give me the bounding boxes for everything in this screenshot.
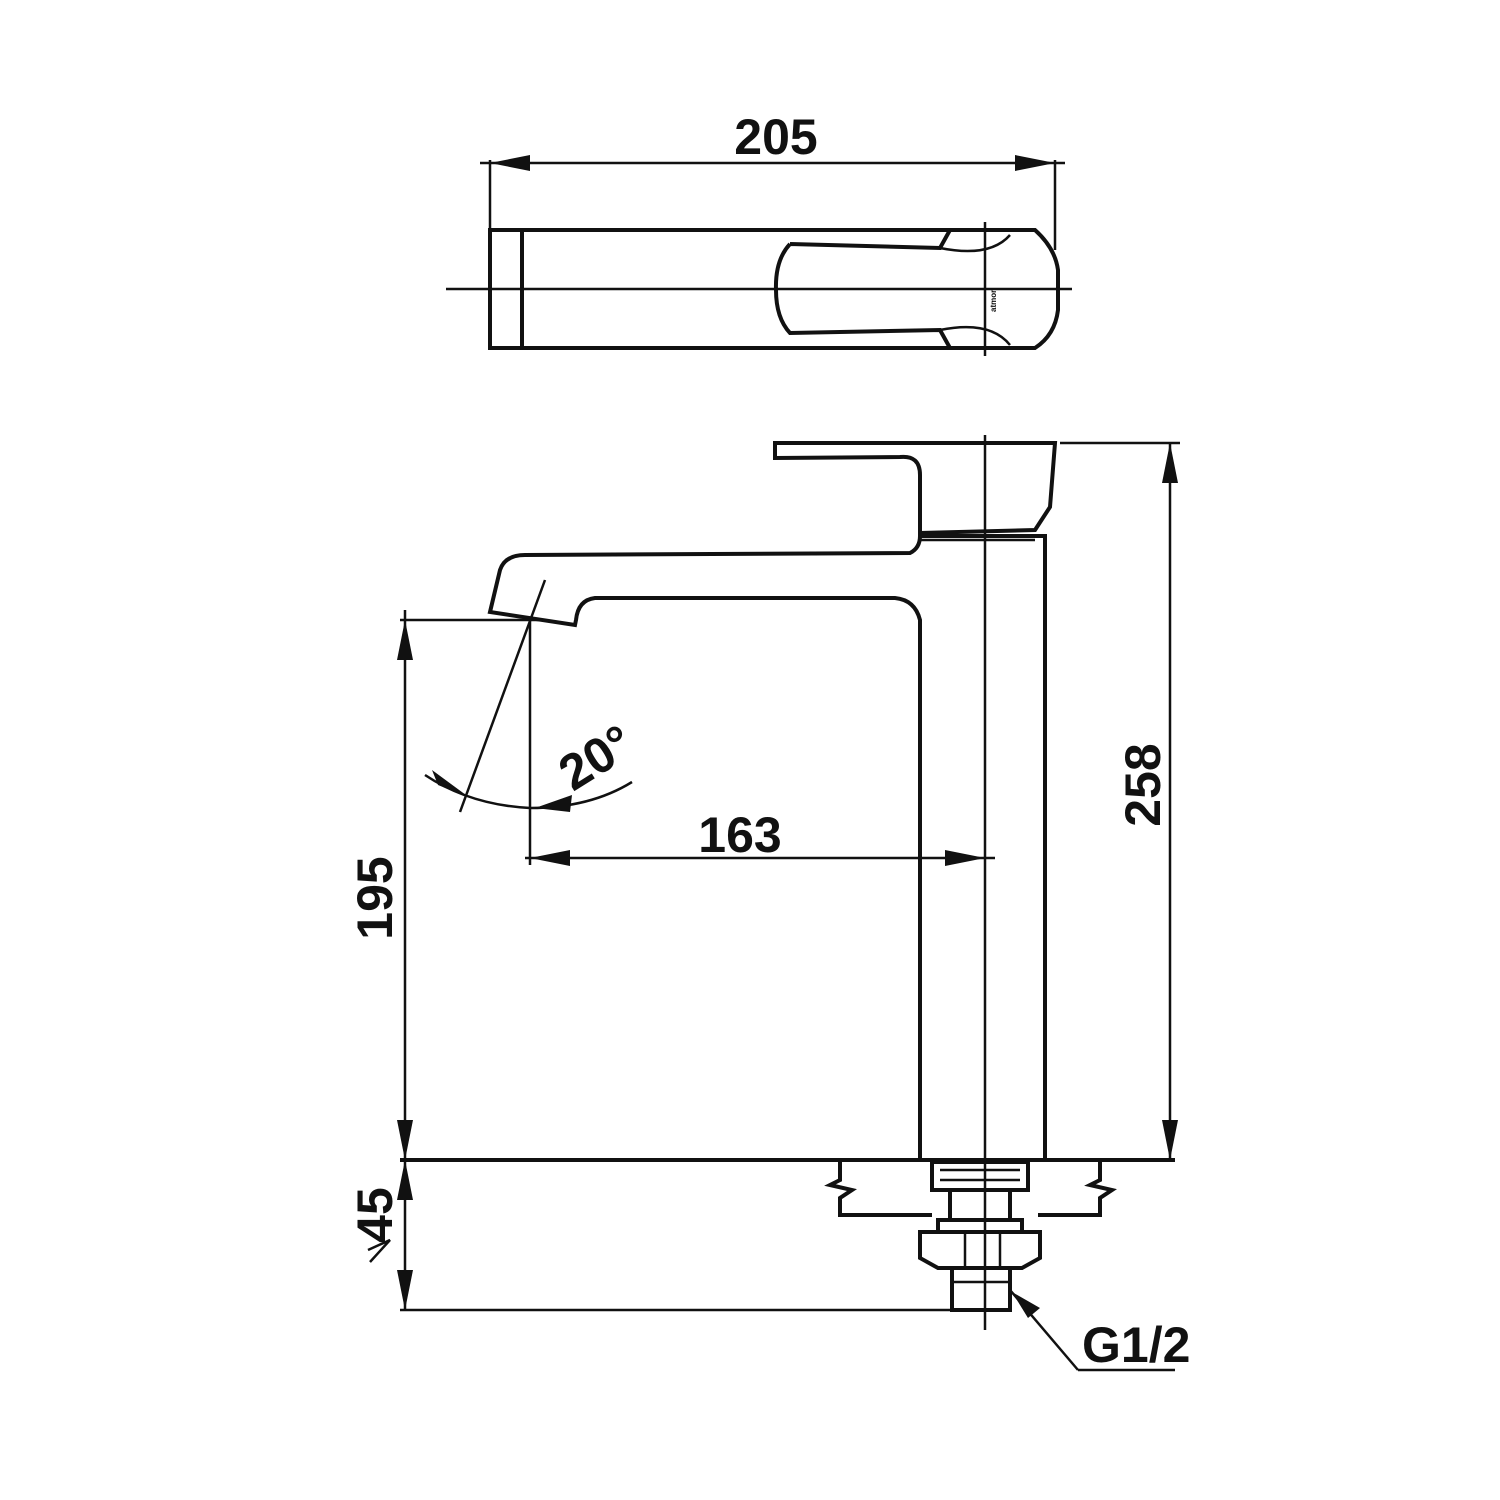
angle-label: 20° <box>549 714 643 802</box>
thread-leader-arrow <box>1012 1292 1040 1318</box>
spout-and-body <box>487 534 1047 1162</box>
reach-arrow-right <box>945 850 985 866</box>
thread-label: G1/2 <box>1082 1317 1190 1373</box>
width-label: 205 <box>734 109 817 165</box>
shank-arrow-bottom <box>397 1270 413 1310</box>
shank-nut-upper <box>930 1160 1030 1192</box>
handle-lever <box>773 441 1058 536</box>
height-label: 258 <box>1115 743 1171 826</box>
spout-height-arrow-top <box>397 620 413 660</box>
shank-connector <box>950 1266 1012 1312</box>
height-arrow-top <box>1162 443 1178 483</box>
shank-label: 45 <box>347 1187 403 1243</box>
top-view: atmor 205 <box>446 109 1072 356</box>
spout-height-arrow-bottom <box>397 1120 413 1160</box>
reach-arrow-left <box>530 850 570 866</box>
shank-arrow-top <box>397 1160 413 1200</box>
angle-arrow-left <box>432 770 470 798</box>
top-view-handle-cap <box>939 234 1011 346</box>
top-view-outline <box>488 228 1060 350</box>
deck-section-left <box>824 1160 932 1217</box>
shank-label-tick <box>367 1238 391 1263</box>
angle-arrow-right <box>535 795 572 812</box>
spout-height-label: 195 <box>347 856 403 939</box>
side-view: 258 195 45 163 20° G1/2 <box>347 435 1190 1373</box>
shank-tube <box>948 1188 1012 1222</box>
deck-section-right <box>1038 1160 1117 1217</box>
height-arrow-bottom <box>1162 1120 1178 1160</box>
reach-label: 163 <box>698 807 781 863</box>
shank-nut-lower <box>918 1230 1042 1270</box>
width-arrow-left <box>490 155 530 171</box>
brand-mark: atmor <box>989 290 998 312</box>
width-arrow-right <box>1015 155 1055 171</box>
angle-ray <box>458 579 547 813</box>
